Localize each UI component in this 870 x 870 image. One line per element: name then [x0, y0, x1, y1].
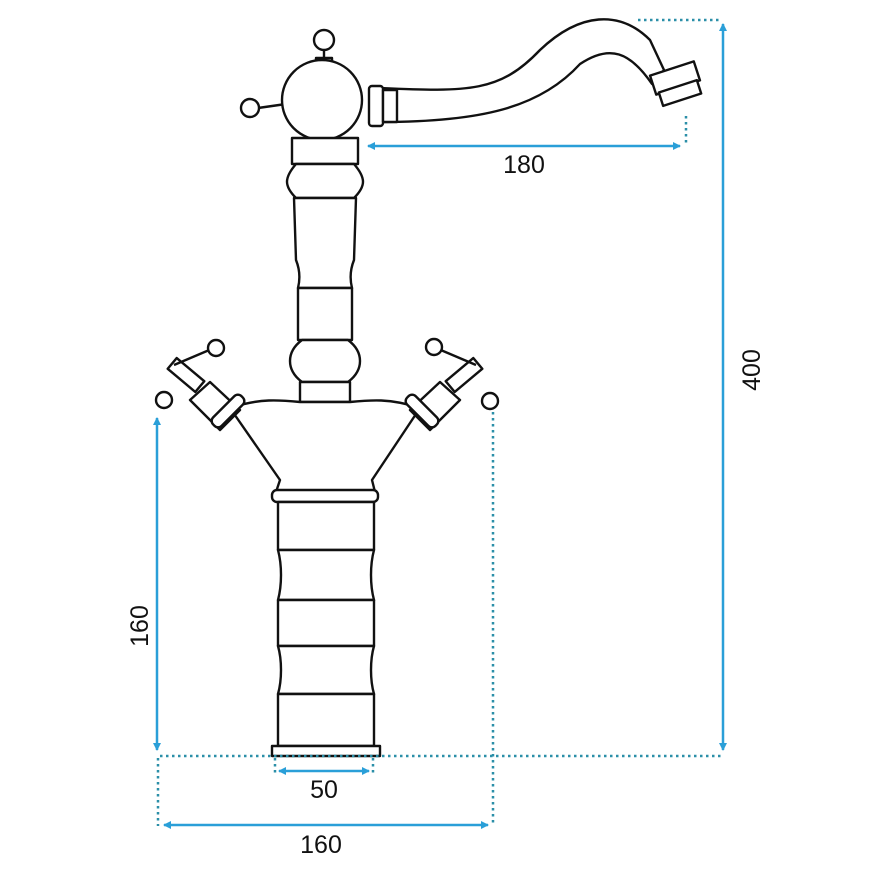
lever-globe [280, 58, 364, 142]
dimension-180: 180 [368, 116, 688, 179]
right-valve-ball-bottom [480, 391, 500, 411]
base-cylinder [270, 488, 382, 758]
side-knob-ball [239, 97, 261, 119]
dimension-50: 50 [273, 758, 375, 804]
left-valve-handle [154, 338, 246, 432]
dimension-160-width: 160 [156, 412, 495, 859]
dimension-160-height: 160 [126, 418, 157, 750]
label-total-height: 400 [738, 349, 766, 391]
top-knob-ball [312, 28, 336, 52]
left-valve-ball-bottom [154, 390, 174, 410]
label-spout-reach: 180 [503, 151, 545, 179]
spout-collar [367, 84, 385, 128]
valve-body [228, 399, 422, 494]
dimension-400: 400 [638, 18, 766, 750]
spout-aerator [648, 60, 703, 108]
right-valve-handle [404, 337, 500, 432]
left-valve-ball-top [206, 338, 226, 358]
spout [378, 18, 666, 124]
column [285, 136, 365, 404]
faucet-drawing [154, 18, 703, 758]
label-handle-width: 160 [300, 831, 342, 859]
label-base-diameter: 50 [310, 776, 338, 804]
label-body-height: 160 [126, 605, 154, 647]
right-valve-ball-top [424, 337, 444, 357]
